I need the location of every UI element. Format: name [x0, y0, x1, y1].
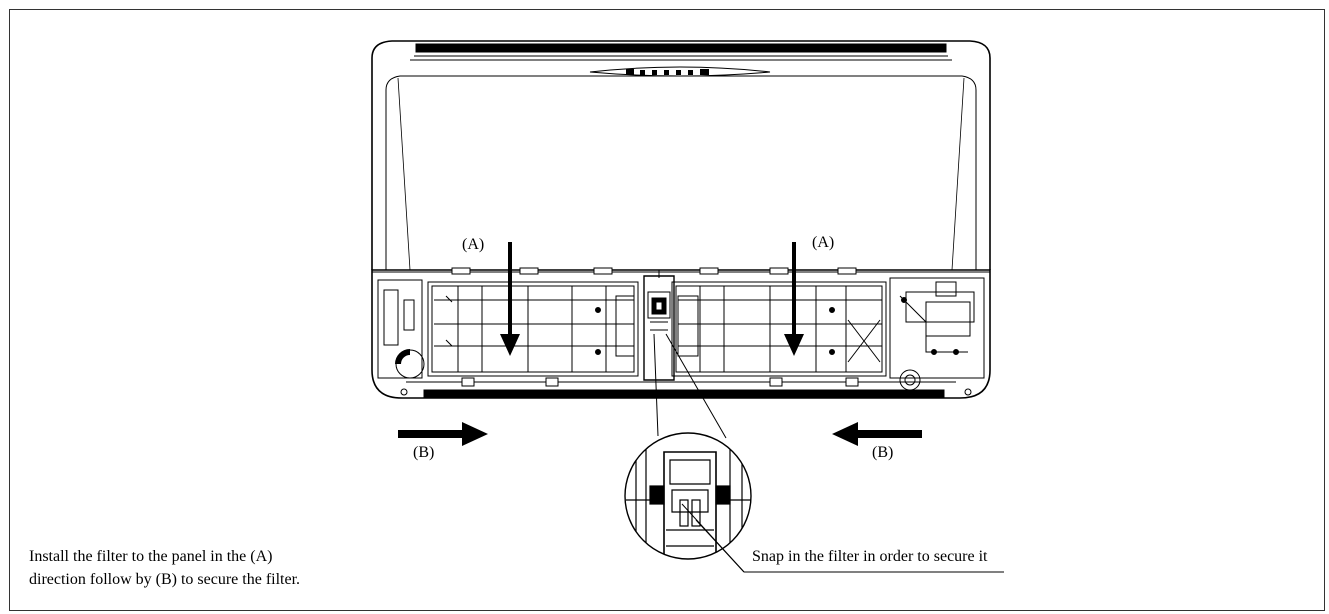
left-filter	[427, 281, 639, 377]
center-latch	[643, 270, 675, 381]
instruction-text: Install the filter to the panel in the (…	[29, 545, 300, 591]
arrow-a-right	[784, 242, 804, 356]
right-filter	[671, 281, 887, 377]
arrow-b-right	[832, 422, 922, 446]
arrow-b-label-left: (B)	[413, 444, 435, 461]
lower-panel	[371, 269, 991, 399]
diagram-frame	[9, 9, 1325, 611]
instruction-line-1: Install the filter to the panel in the (…	[29, 548, 273, 565]
arrow-a-label-right: (A)	[812, 234, 835, 251]
callout-leader	[681, 503, 1004, 573]
arrow-b-left	[398, 422, 488, 446]
arrow-a-label-left: (A)	[462, 236, 485, 253]
instruction-line-2: direction follow by (B) to secure the fi…	[29, 571, 301, 588]
arrow-a-left	[500, 242, 520, 356]
arrow-b-label-right: (B)	[872, 444, 894, 461]
zoom-detail	[624, 432, 752, 560]
filter-clips	[451, 267, 859, 387]
callout-text: Snap in the filter in order to secure it	[752, 548, 988, 565]
indoor-unit-body	[371, 40, 991, 271]
zoom-leader-lines	[653, 333, 727, 439]
indicator-panel	[589, 66, 771, 77]
